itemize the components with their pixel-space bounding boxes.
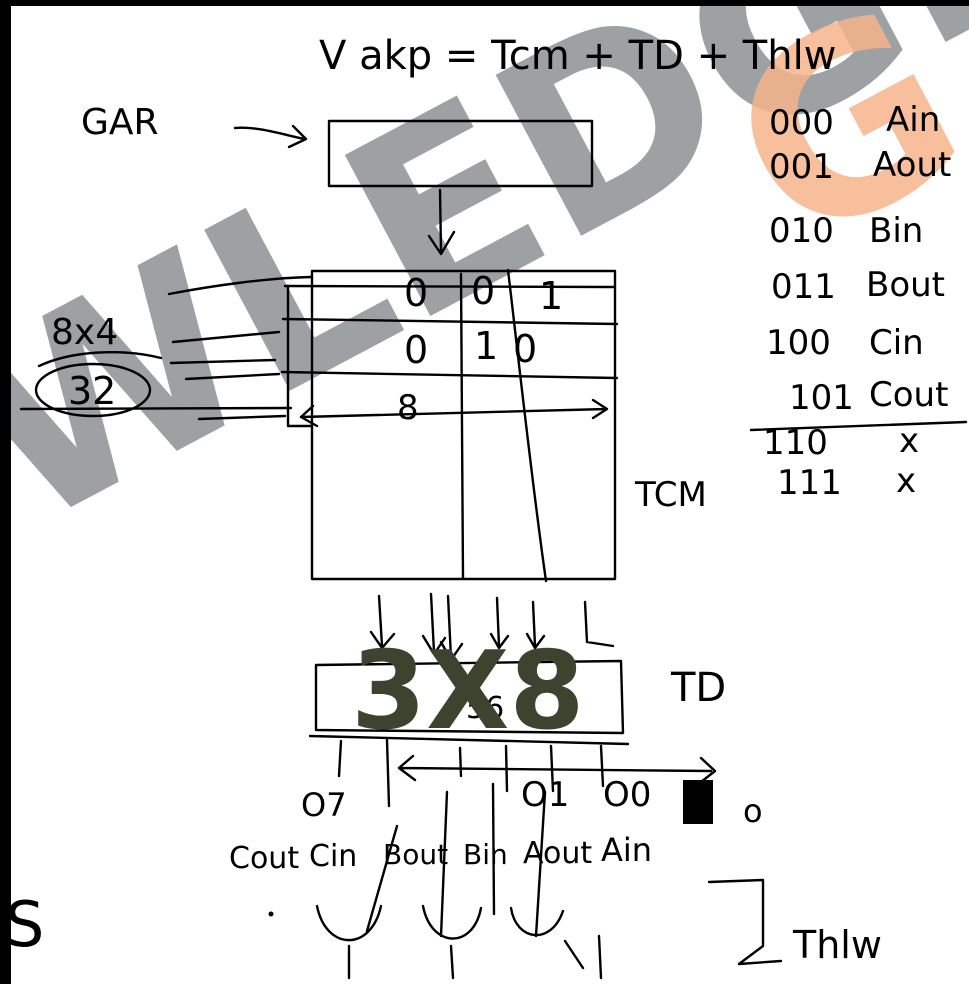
signal-cout: Cout — [229, 841, 299, 876]
whiteboard-canvas: WLEDGE G V akp = Tcm + TD + Thlw GAR 0 0… — [11, 6, 969, 984]
tt-row-2-signal: Bin — [869, 211, 923, 251]
eight-small-label: 8 — [397, 388, 419, 428]
output-tail-label: o — [743, 792, 763, 830]
gar-label: GAR — [81, 102, 159, 143]
tcm-label: TCM — [634, 475, 707, 515]
row2-bit3: 0 — [513, 327, 537, 371]
diagram-svg: WLEDGE G V akp = Tcm + TD + Thlw GAR 0 0… — [11, 6, 969, 984]
row2-bit2: 1 — [474, 324, 498, 368]
thirty-two-label: 32 — [68, 369, 116, 413]
bottom-left-letter: S — [11, 888, 44, 961]
row1-bit3: 1 — [539, 274, 563, 318]
row1-bit1: 0 — [404, 271, 428, 315]
equation-text: V akp = Tcm + TD + Thlw — [319, 33, 836, 79]
row2-bit1: 0 — [404, 328, 428, 372]
tt-row-3-code: 011 — [771, 267, 836, 307]
tt-row-1-code: 001 — [769, 147, 834, 187]
tt-row-7-code: 111 — [777, 463, 842, 503]
tt-row-1-signal: Aout — [873, 145, 951, 185]
signal-aout: Aout — [523, 836, 592, 871]
tt-row-5-signal: Cout — [869, 375, 948, 415]
scribble-block — [683, 780, 713, 824]
td-label: TD — [670, 665, 726, 711]
stamp-3x8: 3X8 — [351, 629, 585, 754]
tt-row-0-code: 000 — [769, 103, 834, 143]
thlw-bracket — [709, 880, 781, 964]
signal-cin: Cin — [309, 839, 357, 874]
tt-row-3-signal: Bout — [866, 265, 945, 305]
tt-row-7-signal: x — [896, 461, 916, 501]
tt-row-5-code: 101 — [789, 378, 854, 418]
row1-bit2: 0 — [471, 269, 495, 313]
tt-row-6-signal: x — [899, 421, 919, 461]
signal-ain: Ain — [601, 831, 652, 869]
tt-row-4-signal: Cin — [869, 323, 924, 363]
output-o0-label: O0 — [603, 775, 651, 815]
signal-bin: Bin — [463, 838, 508, 871]
bottom-gates — [317, 906, 601, 978]
output-o7-label: O7 — [301, 786, 347, 824]
tt-row-0-signal: Ain — [886, 100, 940, 140]
eightx4-label: 8x4 — [51, 312, 118, 353]
tt-row-6-code: 110 — [763, 423, 828, 463]
tt-row-4-code: 100 — [766, 323, 831, 363]
tt-row-2-code: 010 — [769, 211, 834, 251]
ink-dot — [269, 912, 274, 917]
thlw-label: Thlw — [792, 923, 882, 967]
